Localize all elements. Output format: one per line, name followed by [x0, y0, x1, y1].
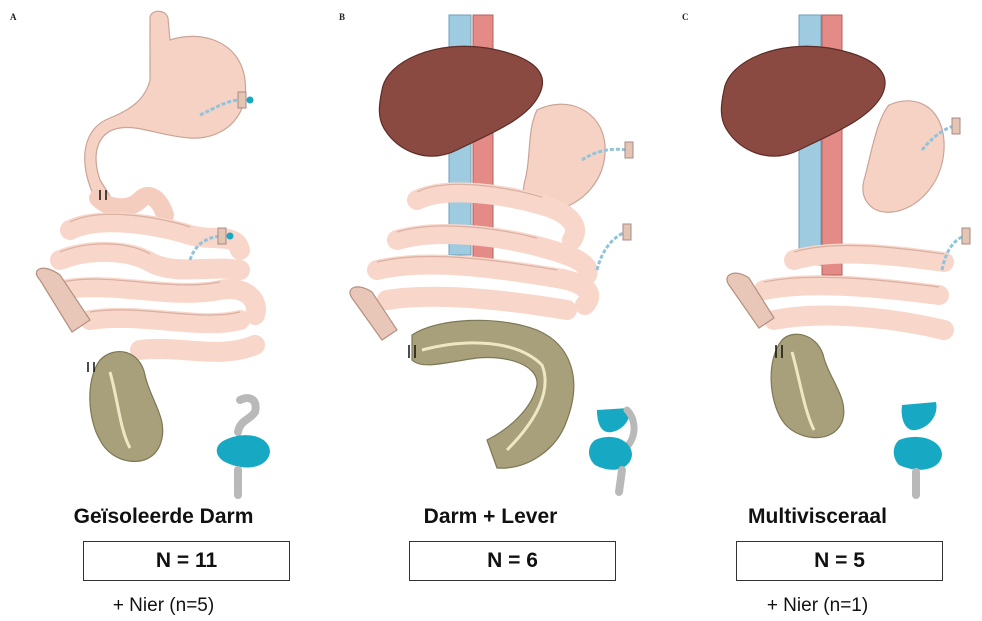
- stomach: [85, 11, 246, 200]
- patient-count-box: N = 6: [409, 541, 616, 581]
- duodenum: [98, 196, 165, 215]
- organ-icon: [217, 398, 270, 495]
- liver: [379, 46, 542, 156]
- stomach: [863, 101, 944, 212]
- patient-count-box: N = 11: [83, 541, 290, 581]
- patient-count-box: N = 5: [736, 541, 943, 581]
- small-intestine-loops: [60, 222, 256, 352]
- colon: [90, 352, 163, 462]
- tube-clamp: [238, 92, 246, 108]
- colon: [412, 320, 574, 468]
- intestine-liver-illustration: [327, 0, 654, 500]
- panel-title: Multivisceraal: [654, 505, 981, 529]
- isolated-intestine-illustration: [0, 0, 327, 500]
- kidney-note: + Nier (n=5): [0, 595, 327, 617]
- panel-title: Darm + Lever: [327, 505, 654, 529]
- organ-icon: [589, 408, 634, 492]
- panel-intestine-liver: B: [327, 0, 654, 621]
- small-intestine-loops: [764, 254, 944, 330]
- kidney-note: + Nier (n=1): [654, 595, 981, 617]
- panel-isolated-intestine: A: [0, 0, 327, 621]
- organ-icon: [894, 402, 942, 495]
- multivisceral-illustration: [654, 0, 981, 500]
- liver: [721, 46, 885, 156]
- panel-title: Geïsoleerde Darm: [0, 505, 327, 529]
- panel-multivisceral: C Multivisceraal N: [654, 0, 981, 621]
